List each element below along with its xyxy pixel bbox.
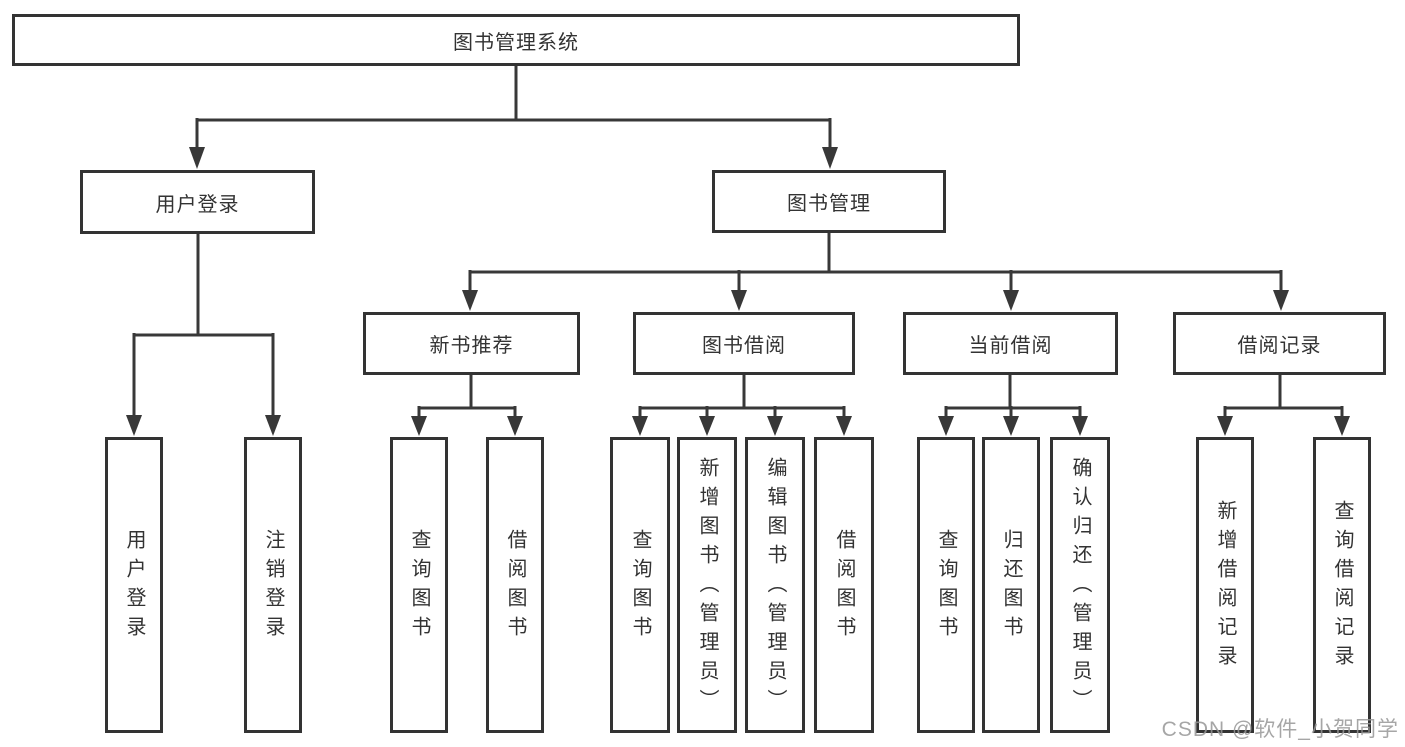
leaf-return-books: 归还图书 (982, 437, 1040, 733)
node-current-borrow: 当前借阅 (903, 312, 1118, 375)
node-user-login: 用户登录 (80, 170, 315, 234)
leaf-logout: 注销登录 (244, 437, 302, 733)
leaf-borrow-books: 借阅图书 (814, 437, 874, 733)
node-borrow-records: 借阅记录 (1173, 312, 1386, 375)
edge-records-to-leaves (1217, 375, 1350, 436)
leaf-query-books-borrow: 查询图书 (610, 437, 670, 733)
leaf-confirm-return-admin: 确认归还（管理员） (1050, 437, 1110, 733)
node-new-book-recommend: 新书推荐 (363, 312, 580, 375)
edge-root-to-level2 (189, 66, 838, 169)
edge-current-to-leaves (938, 375, 1088, 436)
node-book-borrow: 图书借阅 (633, 312, 855, 375)
csdn-watermark: CSDN @软件_小贺同学 (1161, 718, 1399, 741)
leaf-borrow-books-recommend: 借阅图书 (486, 437, 544, 733)
leaf-query-borrow-record: 查询借阅记录 (1313, 437, 1371, 733)
leaf-add-borrow-record: 新增借阅记录 (1196, 437, 1254, 733)
leaf-query-books-recommend: 查询图书 (390, 437, 448, 733)
leaf-query-books-current: 查询图书 (917, 437, 975, 733)
leaf-add-books-admin: 新增图书（管理员） (677, 437, 737, 733)
node-book-management: 图书管理 (712, 170, 946, 233)
edge-new-book-to-leaves (411, 375, 523, 436)
edge-user-login-to-leaves (126, 234, 281, 436)
node-root-system: 图书管理系统 (12, 14, 1020, 66)
leaf-edit-books-admin: 编辑图书（管理员） (745, 437, 805, 733)
leaf-user-login: 用户登录 (105, 437, 163, 733)
edge-borrow-to-leaves (632, 375, 852, 436)
edge-book-mgmt-to-level3 (462, 233, 1289, 311)
